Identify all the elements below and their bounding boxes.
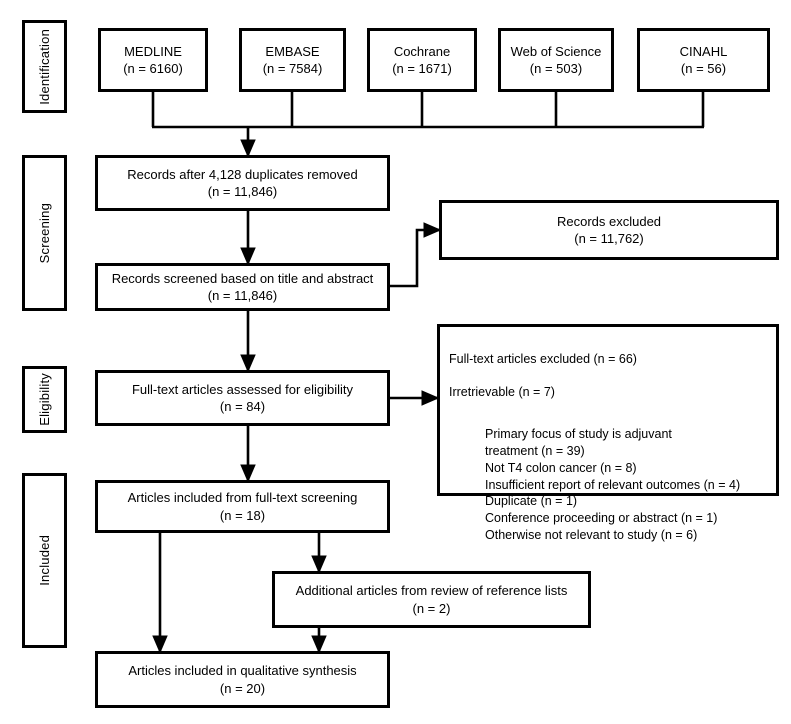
- stage-label-eligibility: Eligibility: [22, 366, 67, 433]
- fulltext-excluded-heading-1: Full-text articles excluded (n = 66): [449, 351, 637, 366]
- node-fulltext-excluded-body: Full-text articles excluded (n = 66) Irr…: [440, 327, 740, 560]
- connector-screened-to-excluded: [390, 222, 442, 288]
- fulltext-excluded-heading-2: Irretrievable (n = 7): [449, 385, 555, 400]
- node-included-from-fulltext-text: Articles included from full-text screeni…: [127, 490, 358, 523]
- node-additional-articles: Additional articles from review of refer…: [272, 571, 591, 628]
- node-records-excluded-text: Records excluded (n = 11,762): [556, 213, 662, 246]
- source-box-medline-text: MEDLINE (n = 6160): [123, 43, 183, 76]
- stage-label-included-text: Included: [37, 535, 52, 586]
- node-records-excluded: Records excluded (n = 11,762): [439, 200, 779, 260]
- source-box-web-of-science-text: Web of Science (n = 503): [510, 43, 602, 76]
- node-fulltext-excluded: Full-text articles excluded (n = 66) Irr…: [437, 324, 779, 542]
- source-box-medline: MEDLINE (n = 6160): [98, 28, 208, 92]
- source-box-cinahl: CINAHL (n = 56): [637, 28, 770, 92]
- source-box-cochrane-text: Cochrane (n = 1671): [392, 43, 452, 76]
- stage-label-screening: Screening: [22, 155, 67, 311]
- fulltext-excluded-spacer: [449, 401, 740, 410]
- node-qualitative-synthesis-text: Articles included in qualitative synthes…: [128, 663, 357, 696]
- stage-label-identification-text: Identification: [37, 28, 52, 105]
- node-qualitative-synthesis: Articles included in qualitative synthes…: [95, 651, 390, 708]
- node-additional-articles-text: Additional articles from review of refer…: [295, 583, 568, 616]
- node-records-screened: Records screened based on title and abst…: [95, 263, 390, 311]
- source-box-embase: EMBASE (n = 7584): [239, 28, 346, 92]
- node-duplicates-removed-text: Records after 4,128 duplicates removed (…: [127, 166, 358, 199]
- source-box-embase-text: EMBASE (n = 7584): [262, 43, 323, 76]
- stage-label-identification: Identification: [22, 20, 67, 113]
- node-duplicates-removed: Records after 4,128 duplicates removed (…: [95, 155, 390, 211]
- stage-label-screening-text: Screening: [37, 202, 52, 264]
- node-fulltext-assessed: Full-text articles assessed for eligibil…: [95, 370, 390, 426]
- node-fulltext-assessed-text: Full-text articles assessed for eligibil…: [131, 381, 354, 414]
- stage-label-eligibility-text: Eligibility: [37, 373, 52, 426]
- source-box-cochrane: Cochrane (n = 1671): [367, 28, 477, 92]
- source-box-cinahl-text: CINAHL (n = 56): [679, 43, 728, 76]
- stage-label-included: Included: [22, 473, 67, 648]
- source-box-web-of-science: Web of Science (n = 503): [498, 28, 614, 92]
- fulltext-excluded-reasons: Primary focus of study is adjuvant treat…: [485, 427, 741, 542]
- node-included-from-fulltext: Articles included from full-text screeni…: [95, 480, 390, 533]
- node-records-screened-text: Records screened based on title and abst…: [111, 270, 374, 303]
